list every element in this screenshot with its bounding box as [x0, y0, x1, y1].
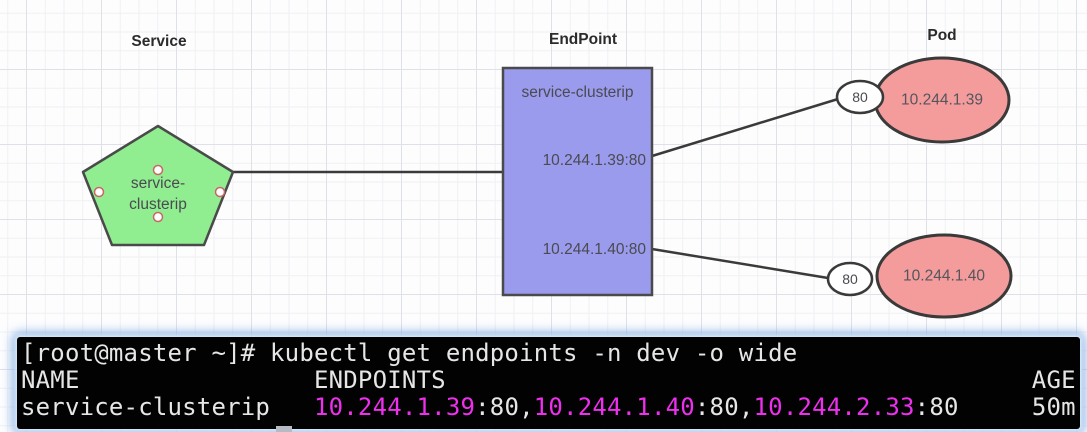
terminal-line-1: [root@master ~]# kubectl get endpoints -…	[21, 339, 798, 367]
connector-endpoint-to-pod1	[651, 97, 839, 158]
pod2-ip-text: 10.244.1.40	[903, 267, 985, 285]
anchor-handle-left[interactable]	[93, 186, 105, 198]
terminal-line-3-segment: 50m	[958, 393, 1076, 421]
terminal-line-3-segment: :80,	[694, 393, 754, 421]
terminal-line-3-segment: 10.244.1.39	[313, 393, 476, 421]
pod1-ip-text: 10.244.1.39	[901, 91, 983, 109]
service-column-label: Service	[131, 33, 187, 50]
pod1-port-text: 80	[852, 89, 868, 105]
pod2-port-ellipse[interactable]	[826, 261, 874, 297]
pod2-port-text: 80	[842, 271, 858, 287]
pod1-port-ellipse[interactable]	[835, 79, 885, 115]
terminal-window[interactable]: [root@master ~]# kubectl get endpoints -…	[17, 337, 1080, 429]
terminal-cursor	[276, 426, 292, 432]
endpoint-entry-2: 10.244.1.40:80	[542, 241, 646, 258]
endpoint-rect-node[interactable]	[501, 66, 654, 297]
service-pentagon-node[interactable]	[81, 124, 235, 247]
terminal-line-3-segment: 10.244.1.40	[533, 393, 695, 421]
pod-column-label: Pod	[927, 27, 957, 44]
anchor-handle-right[interactable]	[214, 186, 226, 198]
service-node-text: service-clusterip	[129, 175, 187, 213]
endpoint-entry-1: 10.244.1.39:80	[542, 152, 646, 169]
connector-endpoint-to-pod2	[651, 247, 829, 280]
endpoint-title-text: service-clusterip	[521, 84, 634, 101]
terminal-line-3-segment: :80	[914, 393, 959, 421]
terminal-line-3-segment: service-clusterip	[21, 393, 314, 421]
terminal-line-3-segment: :80,	[475, 393, 534, 421]
pod2-ellipse-node[interactable]	[875, 233, 1013, 319]
terminal-line-3-segment: 10.244.2.33	[753, 393, 915, 421]
terminal-line-2: NAME ENDPOINTS AGE	[21, 366, 1076, 394]
anchor-handle-top[interactable]	[152, 164, 164, 176]
endpoint-column-label: EndPoint	[548, 31, 618, 48]
anchor-handle-bottom[interactable]	[152, 211, 164, 223]
terminal-line-3: service-clusterip 10.244.1.39:80,10.244.…	[21, 394, 1080, 421]
